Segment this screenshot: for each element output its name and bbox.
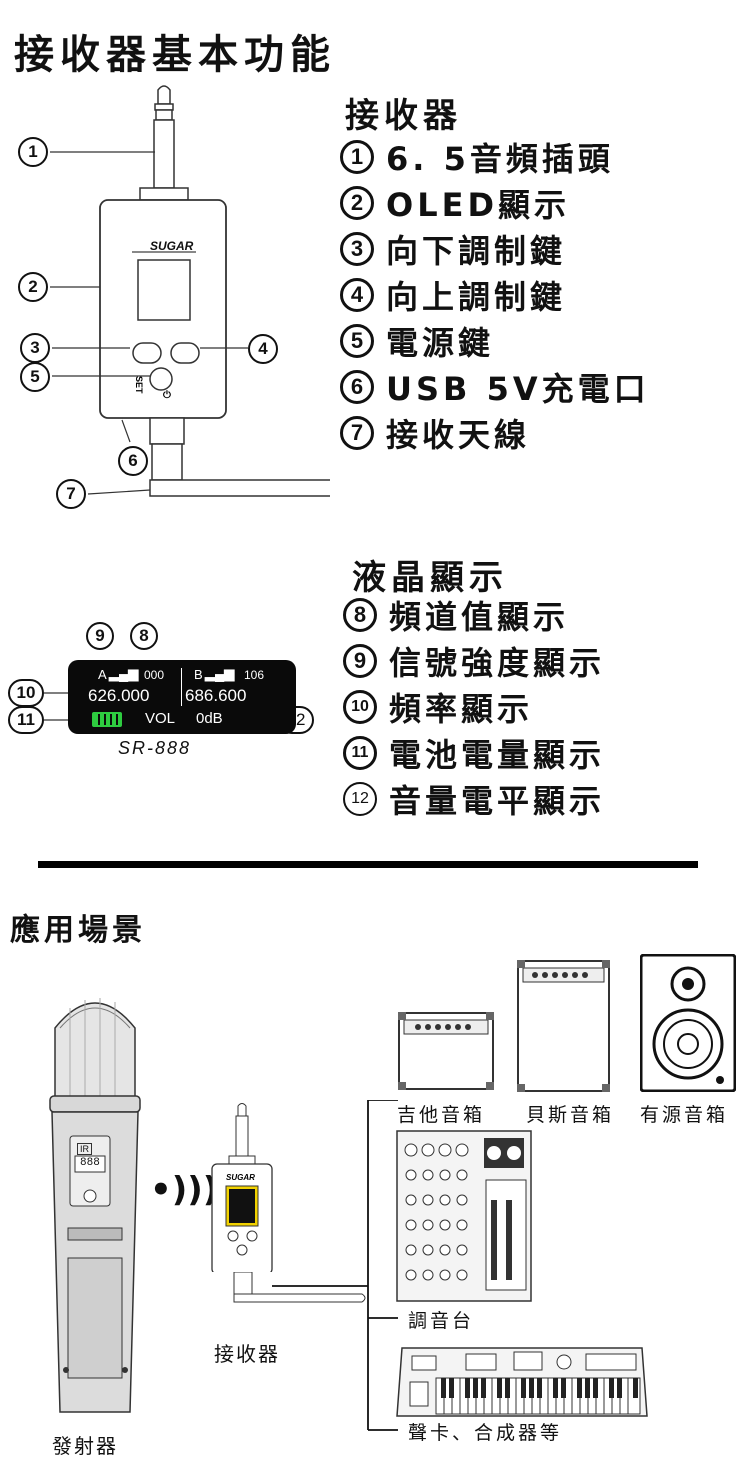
feature-number: 11 [343, 736, 377, 770]
callout-1: 1 [18, 137, 48, 167]
feature-item: 4 向上調制鍵 [340, 272, 650, 318]
signal-b-icon: ▂▄▆ [205, 666, 235, 681]
feature-item: 10 頻率顯示 [343, 684, 605, 730]
frequency-b: 686.600 [185, 686, 247, 705]
vol-label: VOL [145, 710, 176, 727]
mixer-illustration [396, 1130, 532, 1302]
signal-a-icon: ▂▄▆ [109, 666, 139, 681]
svg-text:SUGAR: SUGAR [226, 1173, 255, 1182]
receiver-illustration: SUGAR [211, 1103, 273, 1272]
lcd-separator [181, 668, 182, 706]
synthesizer-illustration [396, 1347, 648, 1417]
feature-label: 頻道值顯示 [389, 598, 570, 636]
callout-9: 9 [86, 622, 114, 650]
mic-display: 888 [80, 1157, 100, 1169]
feature-item: 3 向下調制鍵 [340, 226, 650, 272]
speaker-label-active: 有源音箱 [640, 1104, 729, 1126]
feature-number: 4 [340, 278, 374, 312]
feature-number: 2 [340, 186, 374, 220]
feature-item: 9 信號強度顯示 [343, 638, 605, 684]
transmitter-label: 發射器 [52, 1434, 118, 1458]
speaker-label-bass: 貝斯音箱 [526, 1104, 615, 1126]
feature-label: 電源鍵 [386, 324, 495, 362]
receiver-feature-list: 1 6. 5音頻插頭 2 OLED顯示 3 向下調制鍵 4 向上調制鍵 5 電源鍵 6 US… [340, 134, 650, 456]
callout-7: 7 [56, 479, 86, 509]
feature-label: USB 5V充電口 [386, 370, 650, 408]
soundcard-label: 聲卡、合成器等 [408, 1422, 563, 1444]
feature-item: 12 音量電平顯示 [343, 776, 605, 822]
feature-label: 接收天線 [386, 416, 531, 454]
microphone-illustration [49, 998, 141, 1413]
receiver-antenna-illustration [233, 1272, 366, 1303]
channel-b-label: B [194, 667, 203, 682]
feature-number: 5 [340, 324, 374, 358]
svg-text:SUGAR: SUGAR [150, 239, 194, 253]
feature-item: 8 頻道值顯示 [343, 592, 605, 638]
lcd-heading: 液晶顯示 [352, 558, 508, 598]
feature-number: 10 [343, 690, 377, 724]
feature-label: 向下調制鍵 [386, 232, 567, 270]
feature-number: 9 [343, 644, 377, 678]
mixer-label: 調音台 [408, 1310, 475, 1332]
receiver-heading: 接收器 [345, 96, 462, 136]
svg-text:SET: SET [134, 376, 144, 394]
channel-a-label: A [98, 667, 107, 682]
svg-text:⏻: ⏻ [163, 389, 171, 401]
channel-b-value: 106 [244, 668, 265, 682]
frequency-a: 626.000 [88, 686, 150, 705]
vol-value: 0dB [196, 710, 223, 727]
callout-3: 3 [20, 333, 50, 363]
feature-item: 5 電源鍵 [340, 318, 650, 364]
callout-4: 4 [248, 334, 278, 364]
receiver-diagram: SUGAR ⏻ SET [50, 85, 330, 497]
section-divider [38, 861, 698, 868]
lcd-feature-list: 8 頻道值顯示 9 信號強度顯示 10 頻率顯示 11 電池電量顯示 12 音量電平顯示 [343, 592, 605, 822]
speaker-label-guitar: 吉他音箱 [397, 1104, 486, 1126]
callout-2: 2 [18, 272, 48, 302]
mic-ir-label: IR [77, 1143, 92, 1155]
feature-item: 6 USB 5V充電口 [340, 364, 650, 410]
callout-5: 5 [20, 362, 50, 392]
callout-6: 6 [118, 446, 148, 476]
feature-label: 向上調制鍵 [386, 278, 567, 316]
feature-label: 信號強度顯示 [389, 644, 606, 682]
feature-number: 3 [340, 232, 374, 266]
scenario-heading: 應用場景 [10, 913, 146, 948]
receiver-label: 接收器 [214, 1342, 280, 1366]
feature-number: 6 [340, 370, 374, 404]
feature-number: 1 [340, 140, 374, 174]
feature-number: 7 [340, 416, 374, 450]
guitar-amp-illustration [398, 1012, 494, 1090]
feature-label: OLED顯示 [386, 186, 571, 224]
battery-icon [92, 712, 122, 727]
connection-lines [272, 1100, 398, 1431]
bass-amp-illustration [517, 960, 610, 1092]
channel-a-value: 000 [144, 668, 165, 682]
feature-item: 2 OLED顯示 [340, 180, 650, 226]
model-name: SR-888 [118, 738, 192, 758]
feature-item: 1 6. 5音頻插頭 [340, 134, 650, 180]
page-title: 接收器基本功能 [14, 32, 336, 78]
wireless-signal-icon: •))) [150, 1170, 219, 1210]
feature-label: 頻率顯示 [389, 690, 534, 728]
callout-11: 11 [8, 706, 44, 734]
feature-item: 11 電池電量顯示 [343, 730, 605, 776]
feature-number: 8 [343, 598, 377, 632]
feature-label: 電池電量顯示 [389, 736, 606, 774]
feature-label: 6. 5音頻插頭 [386, 140, 614, 178]
active-speaker-illustration [640, 954, 736, 1092]
feature-number: 12 [343, 782, 377, 816]
feature-item: 7 接收天線 [340, 410, 650, 456]
feature-label: 音量電平顯示 [389, 782, 606, 820]
callout-8: 8 [130, 622, 158, 650]
lcd-screen: A ▂▄▆ 000 B ▂▄▆ 106 626.000 686.600 VOL … [68, 660, 296, 734]
callout-10: 10 [8, 679, 44, 707]
